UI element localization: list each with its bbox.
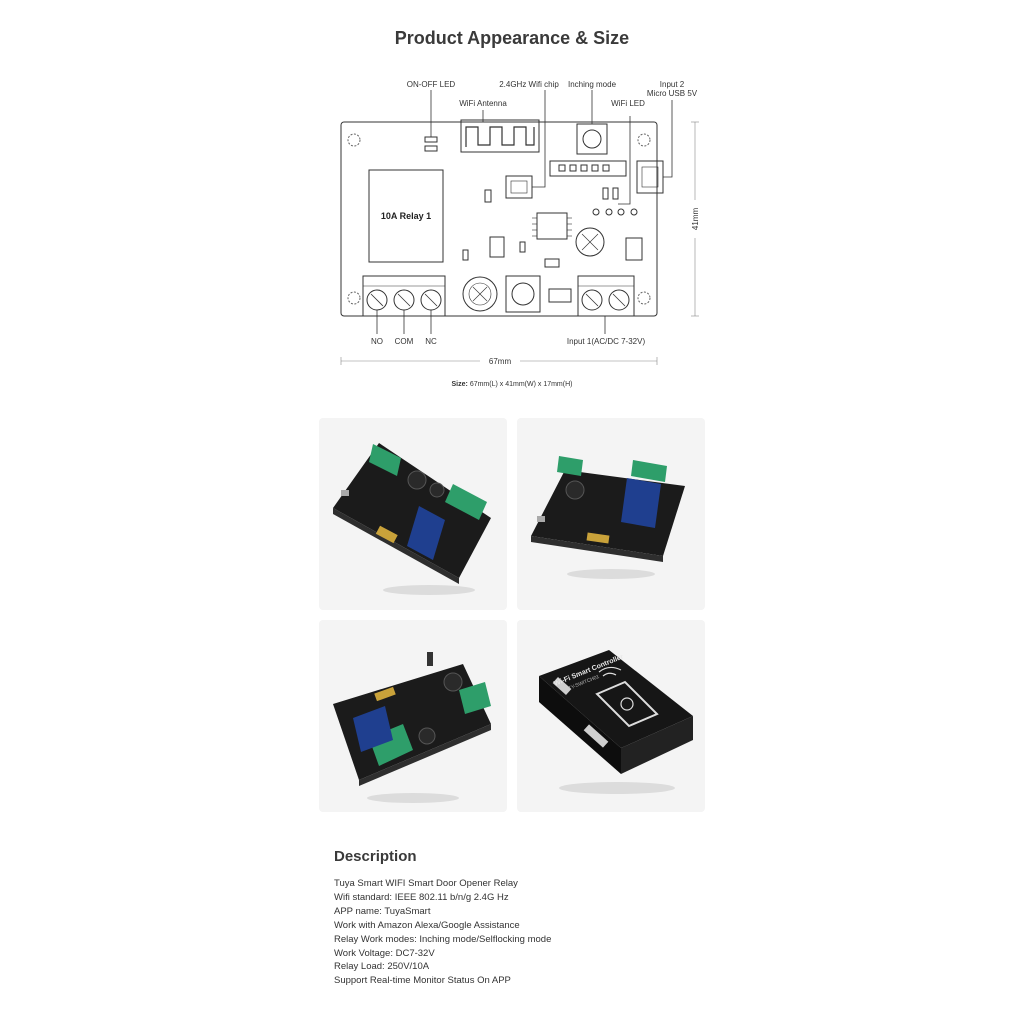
list-item: Work with Amazon Alexa/Google Assistance <box>334 919 520 931</box>
ic-chip <box>536 212 568 240</box>
input-terminal <box>577 275 635 317</box>
pin-header <box>549 160 627 177</box>
size-spec: Size: 67mm(L) x 41mm(W) x 17mm(H) <box>0 381 1024 388</box>
on-off-led <box>424 145 438 152</box>
mount-hole <box>637 133 651 147</box>
label-wifi-chip: 2.4GHz Wifi chip <box>499 80 559 89</box>
label-inching-mode: Inching mode <box>568 80 617 89</box>
mount-hole <box>347 291 361 305</box>
size-label: Size: <box>451 381 468 388</box>
size-value: 67mm(L) x 41mm(W) x 17mm(H) <box>469 381 573 388</box>
dimension-width: 67mm <box>489 357 512 366</box>
product-box-photo: Wi-Fi Smart Controller TY-SWITCH01 <box>517 620 705 812</box>
label-wifi-led: WiFi LED <box>611 99 645 108</box>
relay <box>368 169 444 263</box>
label-com: COM <box>395 337 414 346</box>
product-photo-2 <box>517 418 705 610</box>
label-on-off-led: ON-OFF LED <box>407 80 456 89</box>
description-title: Description <box>334 848 417 865</box>
page-title: Product Appearance & Size <box>394 28 630 48</box>
description-list: Tuya Smart WIFI Smart Door Opener Relay … <box>334 877 551 988</box>
mount-hole <box>347 133 361 147</box>
label-wifi-antenna: WiFi Antenna <box>459 99 507 108</box>
label-nc: NC <box>425 337 437 346</box>
wifi-led <box>602 187 609 200</box>
list-item: Relay Load: 250V/10A <box>334 961 430 973</box>
dimension-height: 41mm <box>691 208 700 231</box>
relay-label: 10A Relay 1 <box>381 211 431 221</box>
list-item: APP name: TuyaSmart <box>334 905 431 917</box>
label-input1: Input 1(AC/DC 7-32V) <box>567 337 646 346</box>
inductor <box>575 227 605 257</box>
board-diagram: 10A Relay 1 ON-OFF LED 2.4GHz Wifi chip … <box>340 80 704 367</box>
list-item: Tuya Smart WIFI Smart Door Opener Relay <box>334 878 518 889</box>
label-no: NO <box>371 337 383 346</box>
mount-hole <box>637 291 651 305</box>
list-item: Wifi standard: IEEE 802.11 b/n/g 2.4G Hz <box>334 891 509 903</box>
list-item: Support Real-time Monitor Status On APP <box>334 975 511 987</box>
wifi-antenna <box>460 119 540 153</box>
product-photo-3 <box>319 620 507 812</box>
list-item: Relay Work modes: Inching mode/Selflocki… <box>334 933 552 945</box>
label-micro-usb: Micro USB 5V <box>647 89 698 98</box>
product-photo-1 <box>319 418 507 610</box>
list-item: Work Voltage: DC7-32V <box>334 947 435 959</box>
label-input2: Input 2 <box>660 80 685 89</box>
